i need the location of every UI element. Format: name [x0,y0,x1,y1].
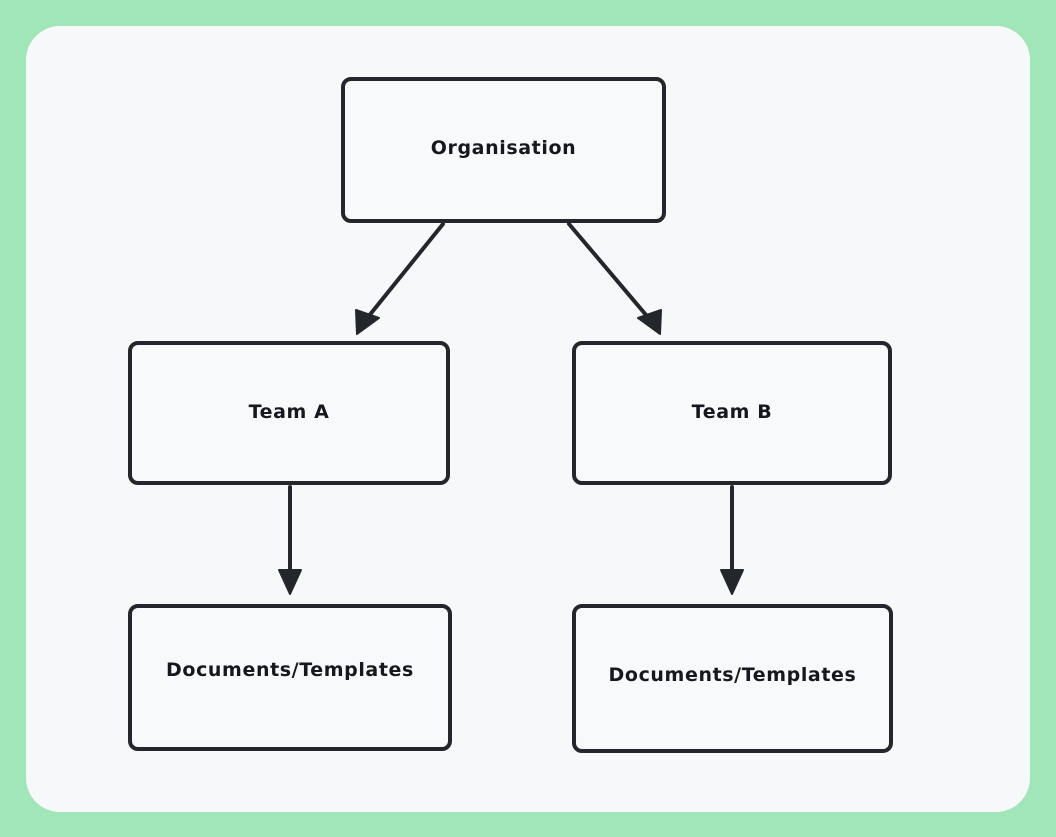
node-team-a[interactable]: Team A [128,341,450,485]
node-documents-team-a-label: Documents/Templates [166,658,414,681]
node-team-b-label: Team B [691,401,773,423]
node-documents-team-a[interactable]: Documents/Templates [128,604,452,751]
node-team-a-label: Team A [248,401,330,423]
node-organisation[interactable]: Organisation [341,77,666,223]
node-documents-team-b-label: Documents/Templates [608,663,857,686]
node-team-b[interactable]: Team B [572,341,892,485]
node-documents-team-b[interactable]: Documents/Templates [572,604,893,753]
node-organisation-label: Organisation [430,137,577,159]
